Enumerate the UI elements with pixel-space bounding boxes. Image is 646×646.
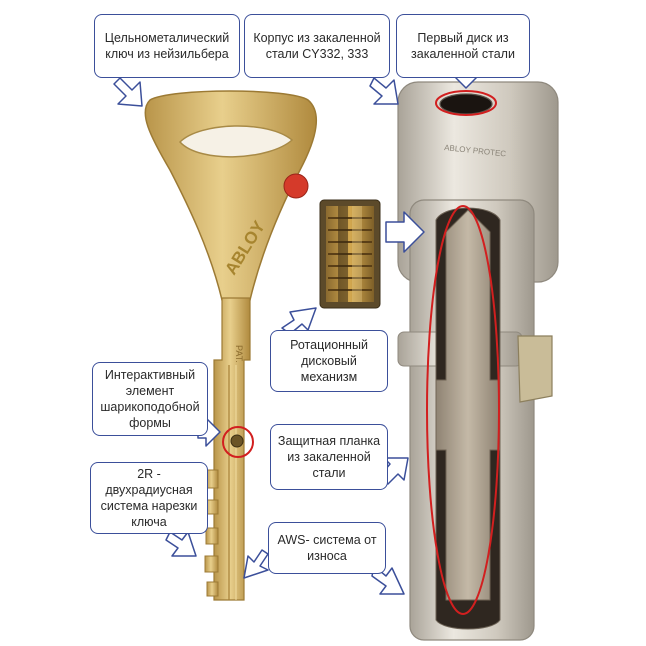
callout-rotating-disc: Ротационный дисковый механизм	[270, 330, 388, 392]
callout-protective-plate: Защитная планка из закаленной стали	[270, 424, 388, 490]
ball-element-icon	[230, 434, 244, 448]
cam	[517, 335, 553, 403]
key-shaft	[213, 297, 251, 601]
callout-two-radius: 2R - двухрадиусная система нарезки ключа	[90, 462, 208, 534]
callout-aws: AWS- система от износа	[268, 522, 386, 574]
arrow-housing	[369, 77, 399, 105]
top-hole	[439, 93, 493, 115]
arrow-two-radius	[165, 531, 197, 557]
callout-key-material: Цельнометалический ключ из нейзильбера	[94, 14, 240, 78]
key-stamp-text: PAT.	[234, 345, 244, 363]
key-window	[178, 125, 294, 158]
callout-first-disc: Первый диск из закаленной стали	[396, 14, 530, 78]
callout-aws-text: AWS- система от износа	[277, 533, 377, 563]
arrow-aws-left	[243, 549, 269, 579]
callout-housing: Корпус из закаленной стали CY332, 333	[244, 14, 390, 78]
callout-housing-text: Корпус из закаленной стали CY332, 333	[253, 31, 381, 61]
slot-highlight-ring	[426, 205, 500, 615]
callout-interactive-element-text: Интерактивный элемент шарикоподобной фор…	[100, 368, 200, 430]
red-dot-icon	[283, 173, 309, 199]
key-highlight-ring	[222, 426, 254, 458]
disc-mechanism-image	[319, 199, 381, 309]
callout-two-radius-text: 2R - двухрадиусная система нарезки ключа	[100, 467, 198, 529]
side-bar	[435, 209, 501, 601]
callout-interactive-element: Интерактивный элемент шарикоподобной фор…	[92, 362, 208, 436]
callout-rotating-disc-text: Ротационный дисковый механизм	[290, 338, 368, 384]
key: ABLOY PAT.	[144, 90, 318, 601]
arrow-disc-to-cylinder	[385, 211, 425, 253]
callout-protective-plate-text: Защитная планка из закаленной стали	[277, 434, 381, 480]
callout-key-material-text: Цельнометалический ключ из нейзильбера	[104, 31, 230, 61]
callout-first-disc-text: Первый диск из закаленной стали	[411, 31, 515, 61]
cylinder: ABLOY PROTEC	[397, 81, 559, 641]
arrow-key-material	[113, 77, 143, 107]
